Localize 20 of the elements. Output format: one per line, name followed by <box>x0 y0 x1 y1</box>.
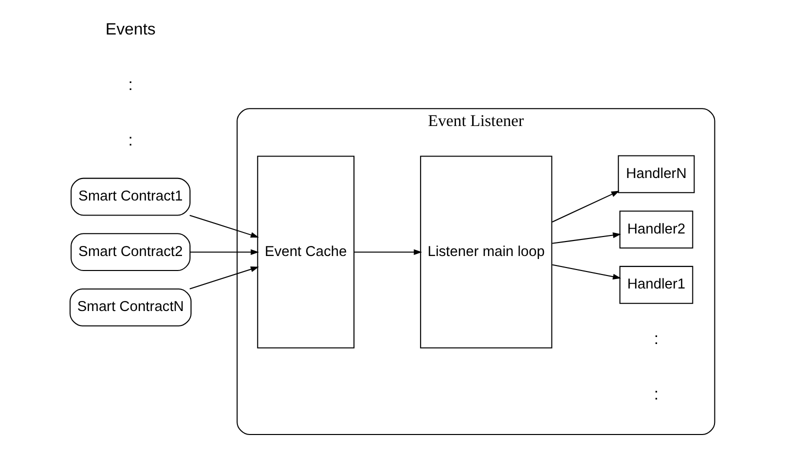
node-box: Handler1 <box>619 266 694 304</box>
arrow <box>190 266 259 290</box>
label: Events <box>106 20 156 39</box>
label: : <box>654 330 659 348</box>
node-box: Listener main loop <box>420 156 552 348</box>
arrow <box>190 214 259 238</box>
node-box: Smart Contract2 <box>70 233 191 272</box>
arrow <box>552 264 622 280</box>
label: : <box>128 76 133 94</box>
node-box: HandlerN <box>618 155 695 194</box>
node-box: Smart Contract1 <box>70 178 191 216</box>
arrow <box>354 249 422 255</box>
label: : <box>128 131 133 150</box>
arrow <box>552 190 620 222</box>
node-box: Event Cache <box>257 156 354 348</box>
node-box: Smart ContractN <box>70 288 192 326</box>
label: : <box>654 385 659 404</box>
node-box: Handler2 <box>619 210 694 248</box>
arrow <box>190 249 259 255</box>
arrow <box>552 232 622 244</box>
